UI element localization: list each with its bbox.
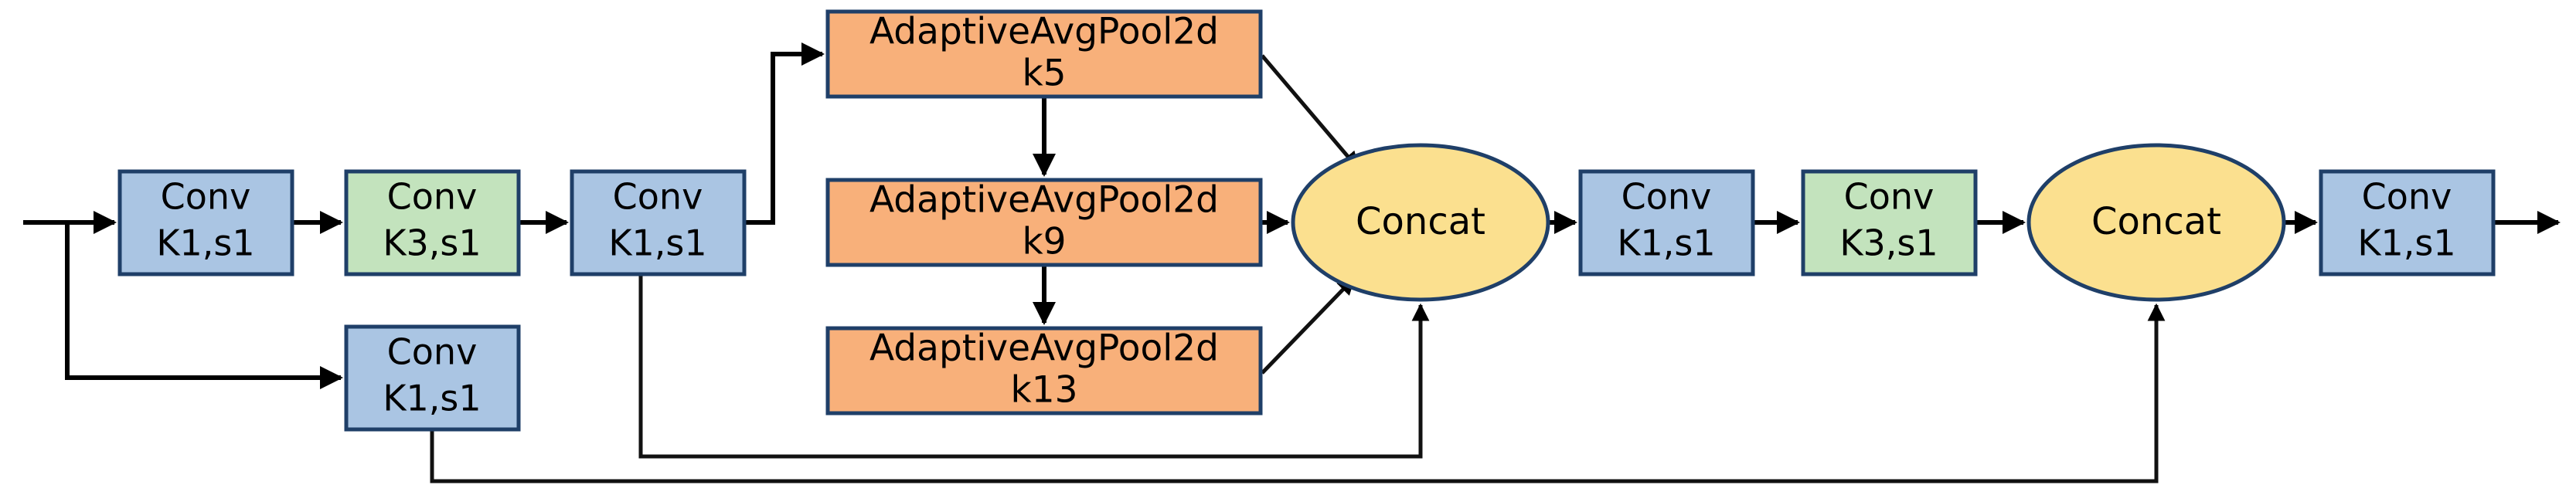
node-conv2-label-line2: K3,s1: [383, 222, 481, 264]
node-pool-k9-label-line2: k9: [1022, 221, 1066, 263]
node-concat1[interactable]: Concat: [1291, 143, 1550, 302]
node-pool-k5-label-line2: k5: [1022, 53, 1066, 95]
node-conv1-label-line1: Conv: [161, 176, 251, 218]
node-pool-k5-shape: [825, 9, 1263, 99]
node-conv6-shape: [2319, 169, 2496, 276]
node-conv5-label-line2: K3,s1: [1839, 222, 1938, 264]
node-concat2-shape: [2026, 143, 2286, 302]
edge-conv3-skip-to-concat1: [638, 274, 1430, 459]
node-concat2[interactable]: Concat: [2026, 143, 2286, 302]
edge-input-branch-to-conv-branch: [65, 222, 343, 389]
node-conv1[interactable]: Conv K1,s1: [117, 169, 294, 276]
node-conv2-label-line1: Conv: [387, 176, 478, 218]
node-pool-k9-label-line1: AdaptiveAvgPool2d: [869, 179, 1219, 222]
node-pool-k13[interactable]: AdaptiveAvgPool2d k13: [825, 326, 1263, 416]
node-conv4-label-line1: Conv: [1621, 176, 1712, 218]
node-pool-k9[interactable]: AdaptiveAvgPool2d k9: [825, 178, 1263, 267]
node-conv6[interactable]: Conv K1,s1: [2319, 169, 2496, 276]
node-conv3[interactable]: Conv K1,s1: [570, 169, 747, 276]
node-concat1-label: Concat: [1356, 200, 1485, 243]
edge-conv-branch-skip-to-concat2: [430, 303, 2166, 483]
node-conv-branch-label-line2: K1,s1: [383, 378, 481, 419]
node-conv4-label-line2: K1,s1: [1617, 222, 1715, 264]
node-conv4-shape: [1578, 169, 1755, 276]
node-conv3-label-line2: K1,s1: [608, 222, 706, 264]
node-conv5[interactable]: Conv K3,s1: [1801, 169, 1978, 276]
edge-conv3-to-pool-k5: [744, 42, 825, 225]
node-conv6-label-line2: K1,s1: [2357, 222, 2455, 264]
node-conv2-shape: [344, 169, 521, 276]
node-pool-k13-shape: [825, 326, 1263, 416]
node-conv3-label-line1: Conv: [613, 176, 703, 218]
node-conv-branch-shape: [344, 324, 521, 432]
edge-pool-k13-to-concat1: [1261, 276, 1356, 375]
edge-pool-k5-to-concat1: [1261, 54, 1359, 170]
node-pool-k5[interactable]: AdaptiveAvgPool2d k5: [825, 9, 1263, 99]
node-conv1-label-line2: K1,s1: [156, 222, 254, 264]
node-conv1-shape: [117, 169, 294, 276]
node-concat2-label: Concat: [2091, 200, 2221, 243]
node-concat1-shape: [1291, 143, 1550, 302]
node-pool-k5-label-line1: AdaptiveAvgPool2d: [869, 11, 1219, 53]
node-conv2[interactable]: Conv K3,s1: [344, 169, 521, 276]
node-conv-branch[interactable]: Conv K1,s1: [344, 324, 521, 432]
node-conv5-shape: [1801, 169, 1978, 276]
node-pool-k13-label-line1: AdaptiveAvgPool2d: [869, 327, 1219, 370]
node-conv-branch-label-line1: Conv: [387, 331, 478, 373]
node-conv6-label-line1: Conv: [2362, 176, 2452, 218]
node-pool-k13-label-line2: k13: [1010, 369, 1077, 412]
node-pool-k9-shape: [825, 178, 1263, 267]
node-conv3-shape: [570, 169, 747, 276]
node-conv4[interactable]: Conv K1,s1: [1578, 169, 1755, 276]
node-conv5-label-line1: Conv: [1844, 176, 1935, 218]
